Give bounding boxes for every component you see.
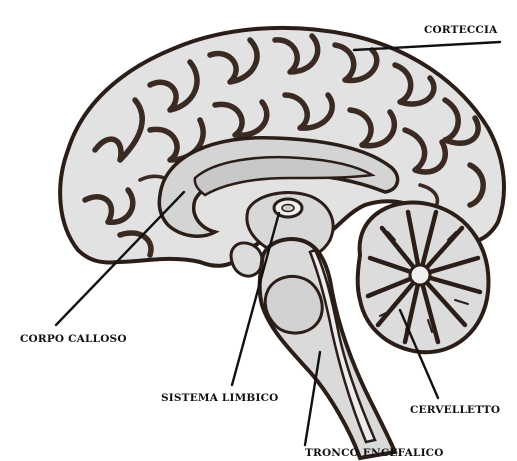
label-cerebellum: CERVELLETTO <box>410 404 500 416</box>
label-brainstem: TRONCO ENCEFALICO <box>305 447 444 459</box>
thalamus-core <box>282 205 294 212</box>
label-corpus-callosum: CORPO CALLOSO <box>20 333 127 345</box>
hypothalamus-shape <box>231 243 262 276</box>
cerebellum-shape <box>358 202 489 352</box>
label-limbic-system: SISTEMA LIMBICO <box>161 392 279 404</box>
pons-shape <box>265 276 322 333</box>
label-cortex: CORTECCIA <box>424 24 498 36</box>
